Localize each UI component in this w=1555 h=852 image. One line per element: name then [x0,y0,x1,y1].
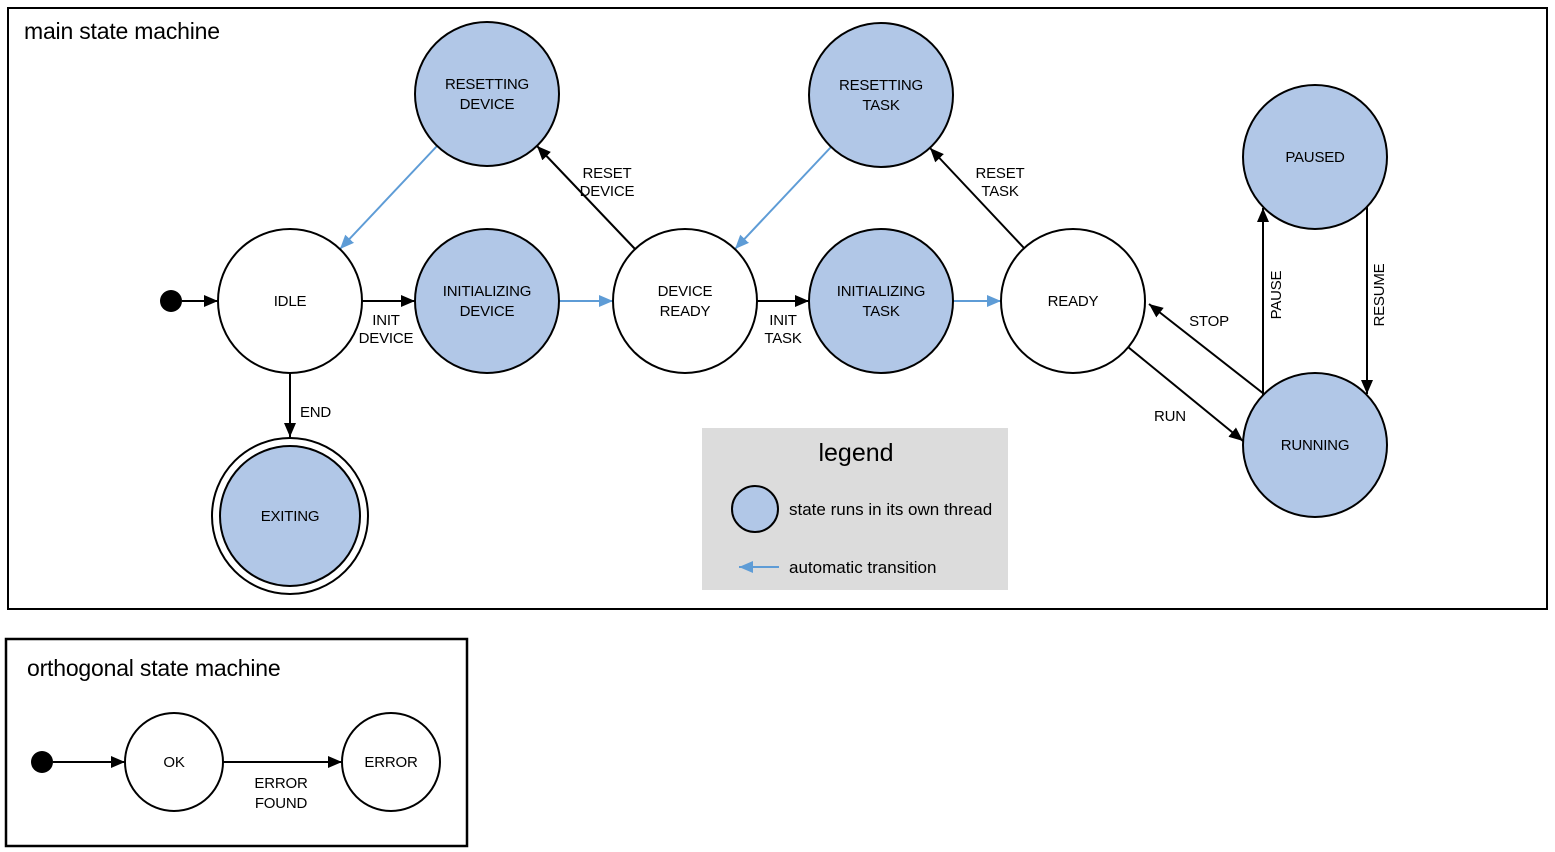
transition-reset-task-arrow [929,147,1025,249]
state-label-initializing-device-line1: INITIALIZING [443,283,531,300]
state-label-resetting-device-line1: RESETTING [445,76,529,93]
state-circle-idle [217,228,363,374]
transition-label-reset-device-line2: DEVICE [580,183,635,200]
state-label-error: ERROR [364,754,418,771]
transition-run-arrow [1127,346,1244,442]
orthogonal-machine: orthogonal state machine ERROR FOUND OK … [4,637,469,848]
transition-label-stop: STOP [1189,313,1229,330]
orthogonal-machine-frame [4,637,469,848]
state-error: ERROR [341,712,441,812]
state-label-device-ready-line1: DEVICE [658,283,713,300]
state-circle-running [1242,372,1388,518]
state-exiting-final: EXITING [211,437,369,595]
transition-label-reset-task-line1: RESET [975,165,1024,182]
state-circle-device-ready [612,228,758,374]
legend-threaded-state-label: state runs in its own thread [789,500,992,519]
state-label-idle: IDLE [274,293,307,310]
state-circle-paused [1242,84,1388,230]
transition-label-pause: PAUSE [1268,270,1285,319]
main-transition-labels: INIT DEVICE RESET DEVICE INIT TASK RESET… [300,165,1388,425]
state-initializing-task: INITIALIZING TASK [808,228,954,374]
state-circle-initializing-device [414,228,560,374]
state-label-paused: PAUSED [1285,149,1345,166]
transition-label-run: RUN [1154,408,1186,425]
main-transitions [284,145,1373,442]
main-machine-title: main state machine [24,18,220,44]
state-label-initializing-device-line2: DEVICE [460,303,515,320]
legend: legend state runs in its own thread auto… [702,428,1008,590]
state-running: RUNNING [1242,372,1388,518]
state-label-resetting-device-line2: DEVICE [460,96,515,113]
state-paused: PAUSED [1242,84,1388,230]
transition-label-init-device-line2: DEVICE [359,330,414,347]
initial-state-dot [160,290,182,312]
state-label-resetting-task-line1: RESETTING [839,77,923,94]
transition-stop-arrow [1148,303,1265,395]
state-label-ready: READY [1048,293,1099,310]
transition-label-error-found-line2: FOUND [255,795,308,812]
state-idle: IDLE [217,228,363,374]
state-label-device-ready-line2: READY [660,303,711,320]
transition-reset-device-arrow [536,145,636,250]
state-label-running: RUNNING [1281,437,1350,454]
transition-label-init-task-line1: INIT [769,312,797,329]
state-circle-resetting-task [808,22,954,168]
transition-label-init-device-line1: INIT [372,312,400,329]
auto-transition-resetting-task-to-device-ready [734,146,832,250]
state-circle-ready [1000,228,1146,374]
transition-label-resume: RESUME [1371,263,1388,326]
transition-label-init-task-line2: TASK [764,330,801,347]
state-circle-exiting-inner [219,445,361,587]
state-label-exiting: EXITING [261,508,320,525]
auto-transition-resetting-device-to-idle [339,145,438,250]
state-resetting-task: RESETTING TASK [808,22,954,168]
transition-label-error-found-line1: ERROR [254,775,308,792]
state-circle-initializing-task [808,228,954,374]
state-circle-ok [124,712,224,812]
main-machine-frame [7,7,1548,610]
state-initializing-device: INITIALIZING DEVICE [414,228,560,374]
state-label-initializing-task-line2: TASK [862,303,899,320]
transition-label-end: END [300,404,331,421]
state-ok: OK [124,712,224,812]
state-resetting-device: RESETTING DEVICE [414,21,560,167]
state-circle-error [341,712,441,812]
state-device-ready: DEVICE READY [612,228,758,374]
legend-title: legend [818,439,893,467]
ortho-initial-state-dot [31,751,53,773]
state-label-initializing-task-line1: INITIALIZING [837,283,925,300]
state-ready: READY [1000,228,1146,374]
transition-label-reset-device-line1: RESET [582,165,631,182]
state-circle-resetting-device [414,21,560,167]
state-label-ok: OK [163,754,184,771]
transition-label-reset-task-line2: TASK [981,183,1018,200]
legend-auto-transition-label: automatic transition [789,558,936,577]
orthogonal-machine-title: orthogonal state machine [27,655,280,681]
state-label-resetting-task-line2: TASK [862,97,899,114]
legend-threaded-state-icon [731,485,779,533]
